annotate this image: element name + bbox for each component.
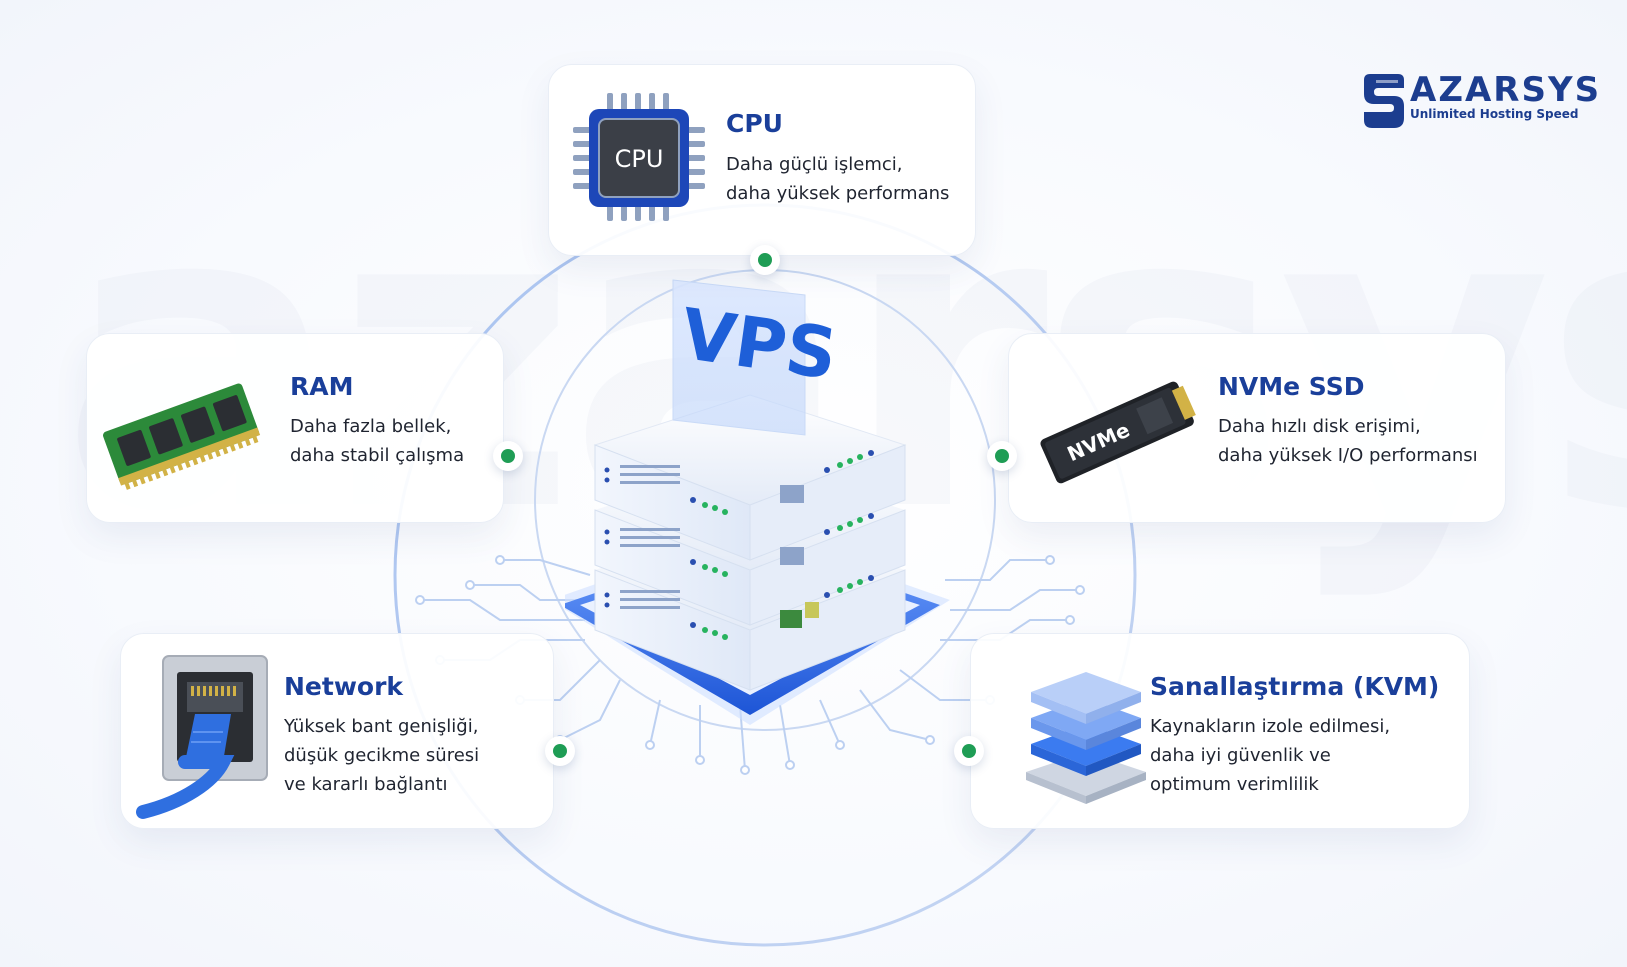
ram-description-line: daha stabil çalışma (290, 445, 465, 466)
cpu-card: CPU CPU Daha güçlü işlemci, daha yüksek … (548, 64, 976, 256)
network-description-line: Yüksek bant genişliği, (284, 716, 479, 737)
logo-mark-icon (1364, 74, 1404, 128)
nvme-description: Daha hızlı disk erişimi, daha yüksek I/O… (1218, 412, 1478, 470)
nvme-description-line: daha yüksek I/O performansı (1218, 445, 1478, 466)
kvm-card: Sanallaştırma (KVM) Kaynakların izole ed… (970, 633, 1470, 829)
layers-icon (1026, 672, 1146, 804)
network-card: Network Yüksek bant genişliği, düşük gec… (120, 633, 554, 829)
connector-dot-kvm (954, 736, 984, 766)
nvme-description-line: Daha hızlı disk erişimi, (1218, 416, 1421, 437)
cpu-chip-icon: CPU (573, 93, 705, 221)
ram-description: Daha fazla bellek, daha stabil çalışma (290, 412, 464, 470)
ethernet-cable-icon (136, 655, 268, 819)
ram-description-line: Daha fazla bellek, (290, 416, 452, 437)
connector-dot-cpu (750, 245, 780, 275)
kvm-description-line: Kaynakların izole edilmesi, (1150, 716, 1391, 737)
network-description-line: ve kararlı bağlantı (284, 774, 448, 795)
connector-dot-nvme (987, 441, 1017, 471)
vps-server-illustration: VPS (565, 279, 950, 725)
kvm-description-line: optimum verimlilik (1150, 774, 1319, 795)
network-description-line: düşük gecikme süresi (284, 745, 480, 766)
azarsys-logo: AZARSYS Unlimited Hosting Speed (1362, 70, 1599, 130)
ram-module-icon (103, 383, 261, 490)
kvm-title: Sanallaştırma (KVM) (1150, 672, 1440, 701)
logo-brand: AZARSYS (1410, 70, 1602, 110)
cpu-title: CPU (726, 109, 783, 138)
nvme-ssd-card: NVMe NVMe SSD Daha hızlı disk erişimi, d… (1008, 333, 1506, 523)
cpu-chip-label: CPU (615, 145, 664, 173)
network-description: Yüksek bant genişliği, düşük gecikme sür… (284, 712, 479, 799)
connector-dot-network (545, 736, 575, 766)
network-title: Network (284, 672, 404, 701)
nvme-title: NVMe SSD (1218, 372, 1365, 401)
cpu-description-line: daha yüksek performans (726, 183, 950, 204)
cpu-description: Daha güçlü işlemci, daha yüksek performa… (726, 150, 949, 208)
nvme-ssd-icon: NVMe (1040, 381, 1196, 484)
logo-tagline: Unlimited Hosting Speed (1410, 107, 1579, 121)
kvm-description-line: daha iyi güvenlik ve (1150, 745, 1331, 766)
ram-card: RAM Daha fazla bellek, daha stabil çalış… (86, 333, 504, 523)
cpu-description-line: Daha güçlü işlemci, (726, 154, 903, 175)
connector-dot-ram (493, 441, 523, 471)
ram-title: RAM (290, 372, 354, 401)
kvm-description: Kaynakların izole edilmesi, daha iyi güv… (1150, 712, 1390, 799)
